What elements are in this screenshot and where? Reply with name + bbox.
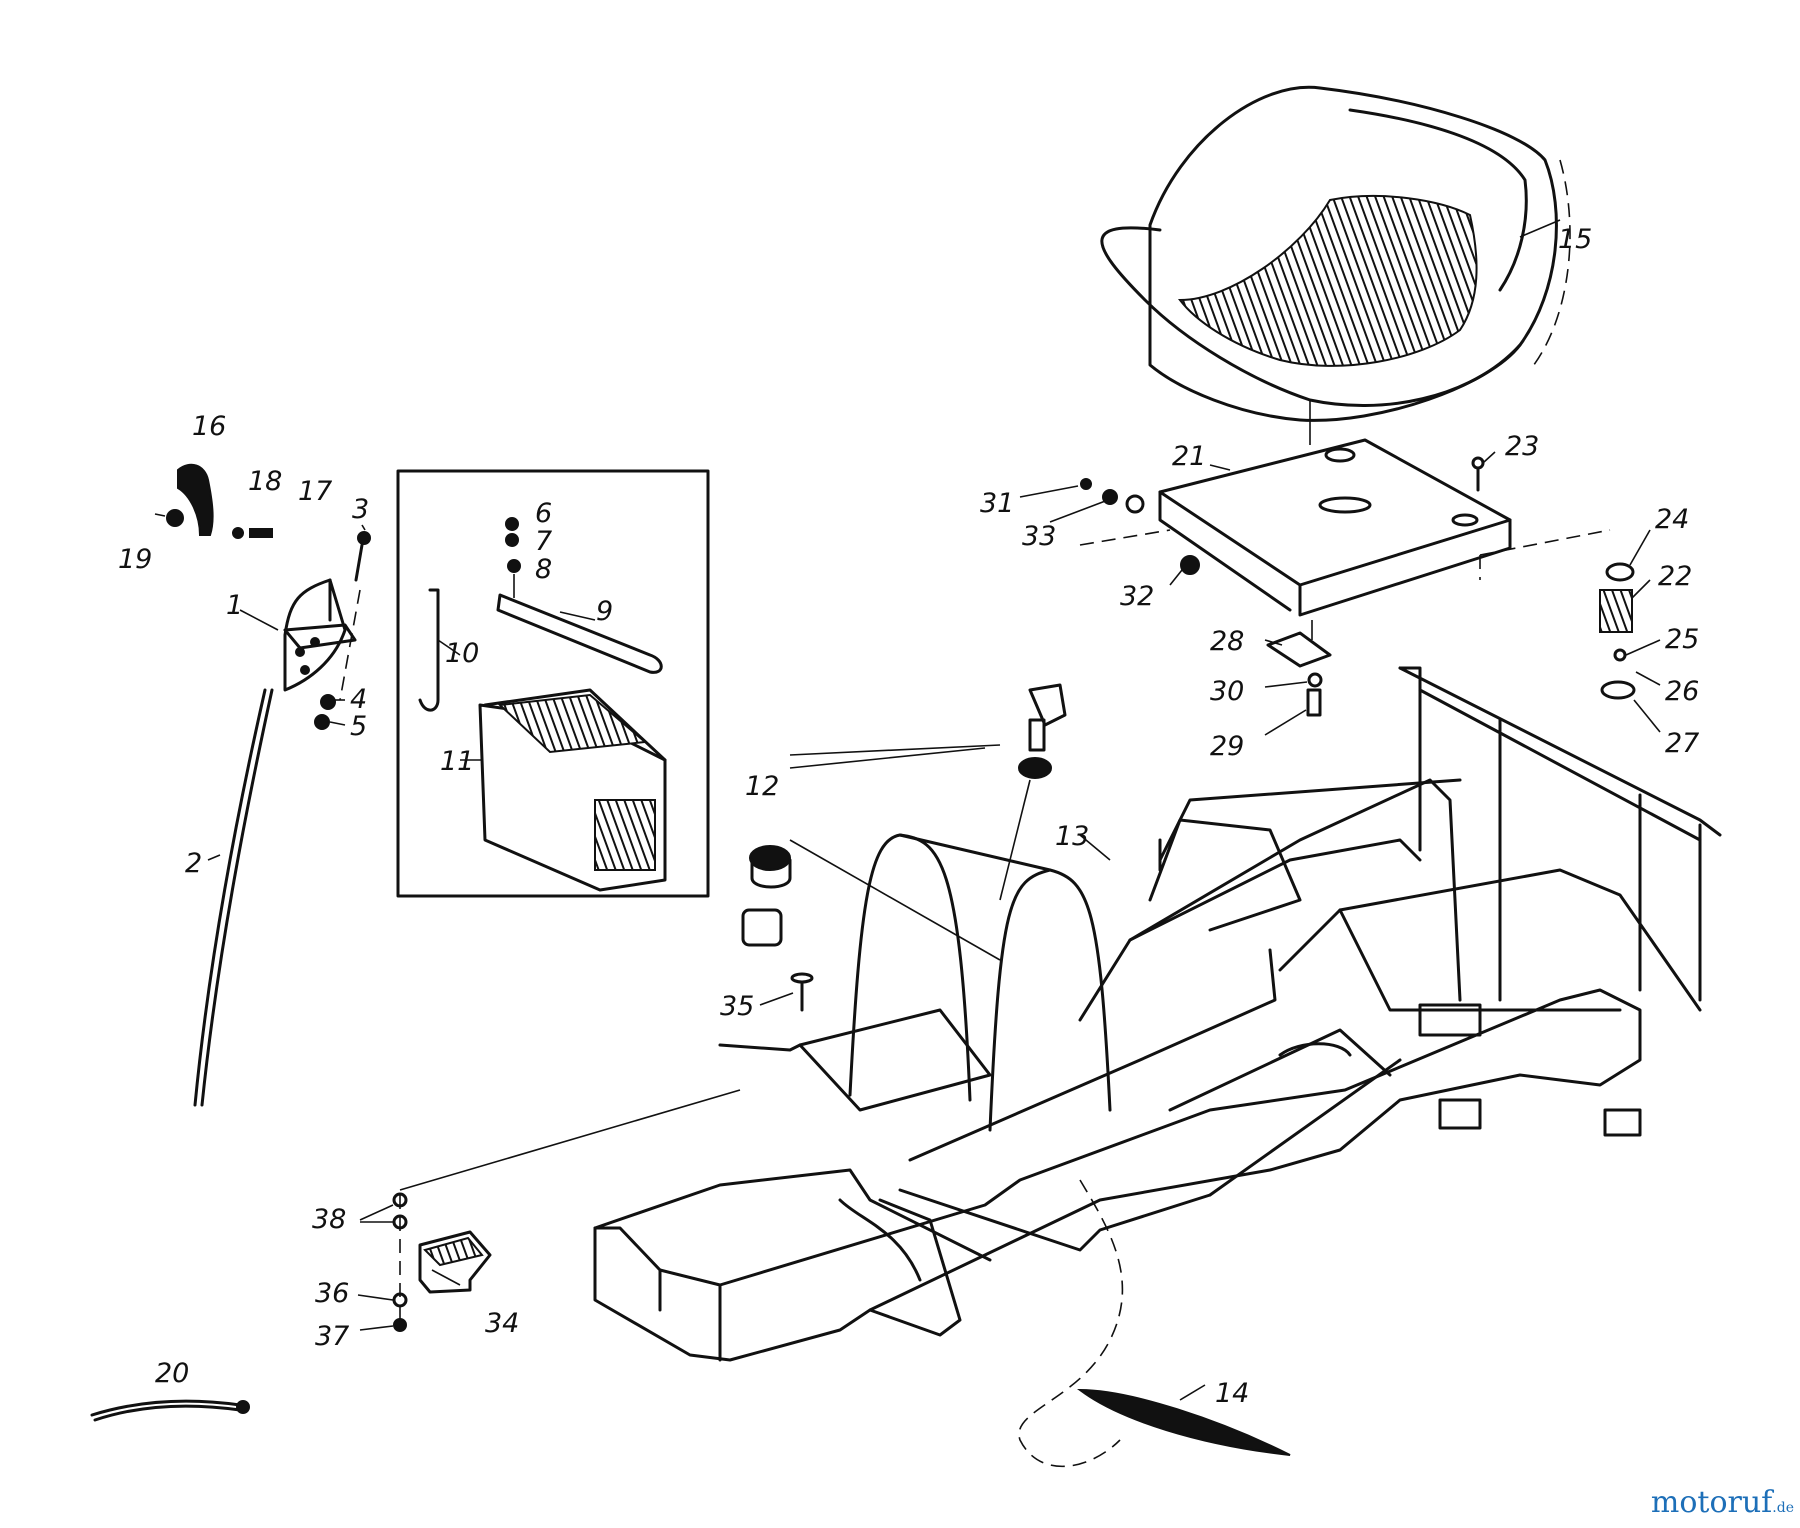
- part-label-22: 22: [1658, 561, 1692, 592]
- part-label-7: 7: [535, 526, 552, 557]
- part-label-28: 28: [1210, 626, 1244, 657]
- part-label-32: 32: [1120, 581, 1154, 612]
- part-label-8: 8: [535, 554, 552, 585]
- part-label-27: 27: [1665, 728, 1699, 759]
- frame-part: [593, 666, 1722, 1362]
- part-label-34: 34: [485, 1308, 519, 1339]
- part-label-15: 15: [1558, 224, 1592, 255]
- seat-hardware: [1079, 456, 1636, 717]
- part-label-12: 12: [745, 771, 779, 802]
- part-label-37: 37: [315, 1321, 349, 1352]
- part-label-33: 33: [1022, 521, 1056, 552]
- watermark-brand: motoruf: [1650, 1485, 1773, 1520]
- part-label-14: 14: [1215, 1378, 1249, 1409]
- part-label-10: 10: [445, 638, 479, 669]
- part-label-29: 29: [1210, 731, 1244, 762]
- part-label-26: 26: [1665, 676, 1699, 707]
- part-label-25: 25: [1665, 624, 1699, 655]
- part-label-16: 16: [192, 411, 226, 442]
- part-label-11: 11: [440, 746, 474, 777]
- part-label-19: 19: [118, 544, 152, 575]
- part-label-18: 18: [248, 466, 282, 497]
- seat-plate-part: [1158, 400, 1512, 617]
- part-label-6: 6: [535, 498, 552, 529]
- part-label-3: 3: [352, 494, 369, 525]
- part-label-13: 13: [1055, 821, 1089, 852]
- part-label-5: 5: [350, 711, 367, 742]
- part-label-31: 31: [980, 488, 1014, 519]
- seat-part: [1100, 85, 1571, 422]
- ignition-key-switch: [741, 683, 1067, 961]
- part-label-23: 23: [1505, 431, 1539, 462]
- part-label-9: 9: [596, 596, 613, 627]
- screw-part: [790, 972, 814, 1012]
- part-label-24: 24: [1655, 504, 1689, 535]
- lever-cable-assembly: [154, 463, 371, 1107]
- part-labels: 1 2 3 4 5 6 7 8 9 10 11 12 13 14 15 16 1…: [118, 224, 1699, 1409]
- watermark-suffix: .de: [1772, 1500, 1794, 1516]
- part-label-2: 2: [185, 848, 202, 879]
- motoruf-watermark-logo: motoruf.de: [1651, 1485, 1794, 1520]
- part-label-35: 35: [720, 991, 754, 1022]
- part-label-20: 20: [155, 1358, 189, 1389]
- leader-lines: [207, 219, 1661, 1401]
- part-label-21: 21: [1172, 441, 1206, 472]
- part-label-4: 4: [350, 684, 367, 715]
- part-label-30: 30: [1210, 676, 1244, 707]
- cable-and-trim-parts: [90, 1179, 1291, 1468]
- part-label-17: 17: [298, 476, 332, 507]
- part-label-36: 36: [315, 1278, 349, 1309]
- part-label-38: 38: [312, 1204, 346, 1235]
- part-label-1: 1: [226, 590, 243, 621]
- battery-kit-box: [396, 469, 710, 898]
- fuse-holder-assembly: [392, 1089, 741, 1332]
